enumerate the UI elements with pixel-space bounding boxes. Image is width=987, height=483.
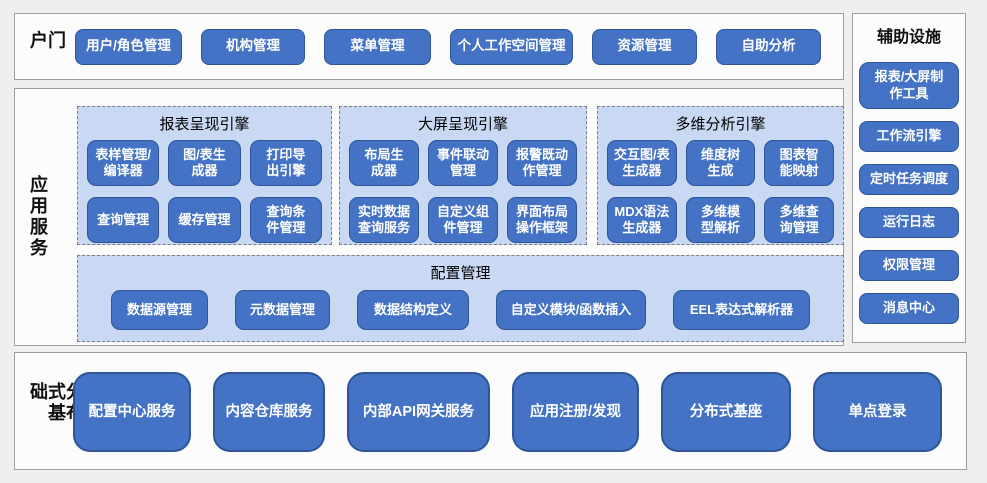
box-internal-api-gateway-service: 内部API网关服务 — [347, 372, 490, 452]
box-multidim-query-management: 多维查 询管理 — [764, 197, 834, 243]
box-report-style-compiler: 表样管理/ 编译器 — [87, 140, 160, 186]
box-message-center: 消息中心 — [859, 293, 959, 324]
box-run-log: 运行日志 — [859, 207, 959, 238]
box-chart-smart-mapping: 图表智 能映射 — [764, 140, 834, 186]
app-services-section: 应用服务 报表呈现引擎 表样管理/ 编译器 图/表生 成器 打印导 出引擎 查询… — [14, 88, 844, 346]
config-button-row: 数据源管理 元数据管理 数据结构定义 自定义模块/函数插入 EEL表达式解析器 — [78, 290, 843, 330]
bigscreen-rendering-engine-panel: 大屏呈现引擎 布局生 成器 事件联动 管理 报警既动 作管理 实时数据 查询服务… — [339, 106, 587, 245]
box-dimension-tree-generation: 维度树 生成 — [685, 140, 756, 186]
report-engine-grid: 表样管理/ 编译器 图/表生 成器 打印导 出引擎 查询管理 缓存管理 查询条 … — [78, 134, 331, 243]
multidim-analysis-engine-panel: 多维分析引擎 交互图/表 生成器 维度树 生成 图表智 能映射 MDX语法 生成… — [597, 106, 844, 245]
portal-section-label: 门户 — [28, 30, 66, 52]
box-ui-layout-operation-framework: 界面布局 操作框架 — [507, 197, 577, 243]
box-alarm-action-management: 报警既动 作管理 — [507, 140, 577, 186]
multidim-analysis-engine-title: 多维分析引擎 — [675, 116, 766, 133]
report-rendering-engine-panel: 报表呈现引擎 表样管理/ 编译器 图/表生 成器 打印导 出引擎 查询管理 缓存… — [77, 106, 332, 245]
box-custom-module-function-insert: 自定义模块/函数插入 — [496, 290, 646, 330]
box-layout-generator: 布局生 成器 — [349, 140, 419, 186]
box-single-sign-on: 单点登录 — [813, 372, 942, 452]
portal-section: 门户 用户/角色管理 机构管理 菜单管理 个人工作空间管理 资源管理 自助分析 — [14, 13, 844, 80]
config-management-title: 配置管理 — [430, 265, 491, 282]
box-permission-management: 权限管理 — [859, 250, 959, 281]
box-data-structure-definition: 数据结构定义 — [357, 290, 469, 330]
box-content-repository-service: 内容仓库服务 — [213, 372, 325, 452]
box-mdx-syntax-generator: MDX语法 生成器 — [607, 197, 677, 243]
auxiliary-facilities-section: 辅助设施 报表/大屏制 作工具 工作流引擎 定时任务调度 运行日志 权限管理 消… — [852, 13, 966, 343]
box-resource-management: 资源管理 — [592, 28, 697, 65]
distributed-foundation-section: 分布式基础 配置中心服务 内容仓库服务 内部API网关服务 应用注册/发现 分布… — [14, 352, 967, 470]
app-services-section-label: 应用服务 — [28, 175, 48, 259]
box-scheduled-task-dispatch: 定时任务调度 — [859, 164, 959, 195]
box-org-management: 机构管理 — [201, 28, 305, 65]
box-query-condition-management: 查询条 件管理 — [249, 197, 322, 243]
box-user-role-management: 用户/角色管理 — [75, 28, 182, 65]
bigscreen-rendering-engine-title: 大屏呈现引擎 — [417, 116, 508, 133]
box-workflow-engine: 工作流引擎 — [859, 121, 959, 152]
box-distributed-base: 分布式基座 — [661, 372, 791, 452]
box-chart-table-generator: 图/表生 成器 — [168, 140, 241, 186]
bigscreen-engine-grid: 布局生 成器 事件联动 管理 报警既动 作管理 实时数据 查询服务 自定义组 件… — [340, 134, 586, 243]
box-metadata-management: 元数据管理 — [235, 290, 330, 330]
box-menu-management: 菜单管理 — [324, 28, 431, 65]
box-app-registration-discovery: 应用注册/发现 — [512, 372, 639, 452]
box-interactive-chart-generator: 交互图/表 生成器 — [607, 140, 677, 186]
box-realtime-data-query-service: 实时数据 查询服务 — [349, 197, 419, 243]
box-custom-component-management: 自定义组 件管理 — [428, 197, 498, 243]
box-event-linkage-management: 事件联动 管理 — [428, 140, 498, 186]
box-query-management: 查询管理 — [87, 197, 160, 243]
box-report-bigscreen-authoring-tool: 报表/大屏制 作工具 — [859, 62, 959, 109]
box-cache-management: 缓存管理 — [168, 197, 241, 243]
multidim-engine-grid: 交互图/表 生成器 维度树 生成 图表智 能映射 MDX语法 生成器 多维模 型… — [598, 134, 843, 243]
distributed-button-row: 配置中心服务 内容仓库服务 内部API网关服务 应用注册/发现 分布式基座 单点… — [73, 372, 942, 452]
box-datasource-management: 数据源管理 — [111, 290, 208, 330]
report-rendering-engine-title: 报表呈现引擎 — [159, 116, 250, 133]
box-eel-expression-parser: EEL表达式解析器 — [673, 290, 810, 330]
box-config-center-service: 配置中心服务 — [73, 372, 191, 452]
box-print-export-engine: 打印导 出引擎 — [249, 140, 322, 186]
box-multidim-model-parsing: 多维模 型解析 — [685, 197, 756, 243]
portal-button-row: 用户/角色管理 机构管理 菜单管理 个人工作空间管理 资源管理 自助分析 — [75, 14, 821, 79]
auxiliary-column: 辅助设施 报表/大屏制 作工具 工作流引擎 定时任务调度 运行日志 权限管理 消… — [853, 14, 965, 324]
config-management-panel: 配置管理 数据源管理 元数据管理 数据结构定义 自定义模块/函数插入 EEL表达… — [77, 255, 844, 342]
auxiliary-facilities-title: 辅助设施 — [876, 29, 941, 46]
box-self-service-analysis: 自助分析 — [716, 28, 821, 65]
box-personal-workspace-management: 个人工作空间管理 — [450, 28, 573, 65]
